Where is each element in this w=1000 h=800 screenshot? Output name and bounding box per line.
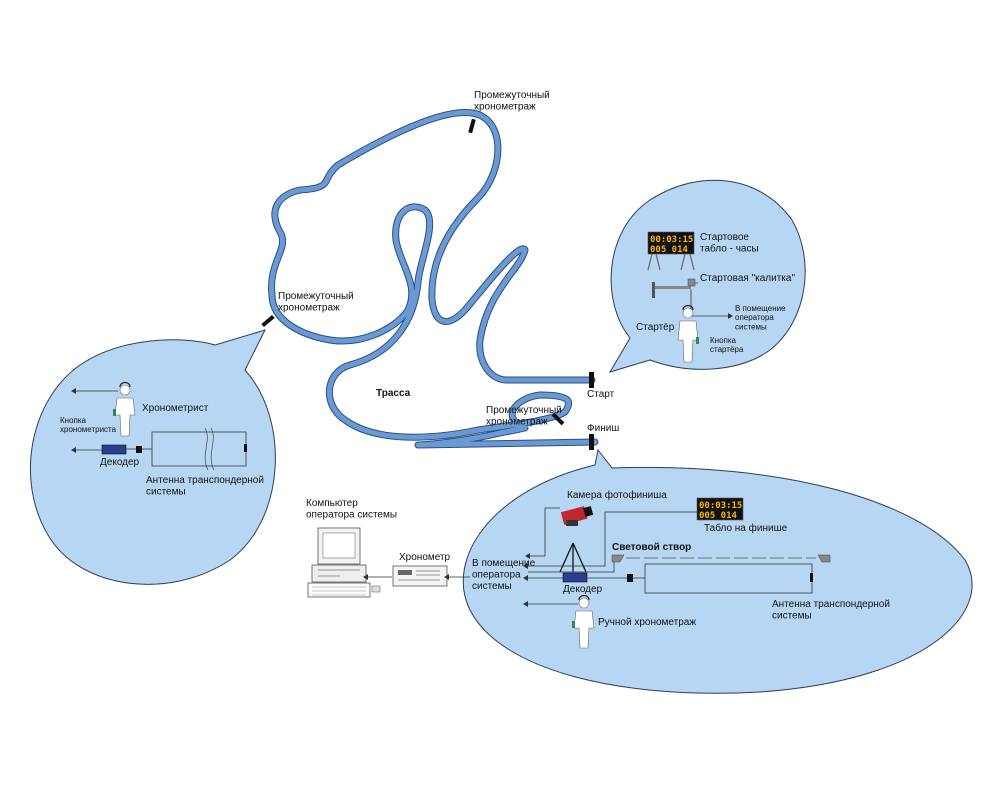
- finish-decoder-icon: [562, 572, 588, 583]
- timekeeper-decoder-label: Декодер: [100, 457, 140, 468]
- manual-timekeeping-label: Ручной хронометраж: [598, 617, 696, 628]
- svg-text:005 014: 005 014: [699, 511, 738, 521]
- finish-camera-label: Камера фотофиниша: [567, 489, 667, 501]
- light-gate-left-icon: [611, 554, 625, 563]
- svg-text:005 014: 005 014: [650, 245, 689, 255]
- race-track: [261, 108, 599, 450]
- decoder-icon: [101, 444, 127, 455]
- checkpoint-marker-top: [468, 118, 476, 134]
- light-gate-right-icon: [817, 554, 831, 563]
- finish-label: Финиш: [587, 423, 619, 434]
- checkpoint-marker-left: [261, 314, 275, 328]
- finish-board: 00:03:15 005 014: [696, 497, 744, 521]
- starter-person-icon: [677, 304, 699, 363]
- chronometer-label: Хронометр: [399, 552, 451, 563]
- track-label: Трасса: [376, 388, 411, 399]
- finish-camera-icon: [559, 506, 594, 573]
- start-marker: [589, 372, 594, 388]
- chronometer-icon: [392, 565, 448, 587]
- starter-label: Стартёр: [636, 322, 675, 333]
- finish-bubble: Камера фотофиниша 00:03:15 005 014 Табло…: [462, 448, 973, 694]
- finish-board-label: Табло на финише: [704, 522, 788, 534]
- timekeeper-label: Хронометрист: [142, 403, 209, 414]
- svg-text:00:03:15: 00:03:15: [650, 235, 693, 245]
- start-gate: [652, 278, 696, 298]
- manual-timekeeper-person-icon: [572, 594, 595, 649]
- operator-computer-icon: [307, 527, 381, 598]
- start-board: 00:03:15 005 014: [647, 231, 695, 271]
- finish-decoder-label: Декодер: [563, 584, 603, 595]
- start-label: Старт: [587, 389, 615, 400]
- start-gate-label: Стартовая "калитка": [700, 273, 795, 284]
- timekeeper-person-icon: [113, 381, 136, 437]
- svg-text:00:03:15: 00:03:15: [699, 501, 742, 511]
- finish-marker: [589, 434, 594, 450]
- checkpoint-marker-bottom: [551, 412, 565, 426]
- light-gate-label: Световой створ: [612, 542, 691, 553]
